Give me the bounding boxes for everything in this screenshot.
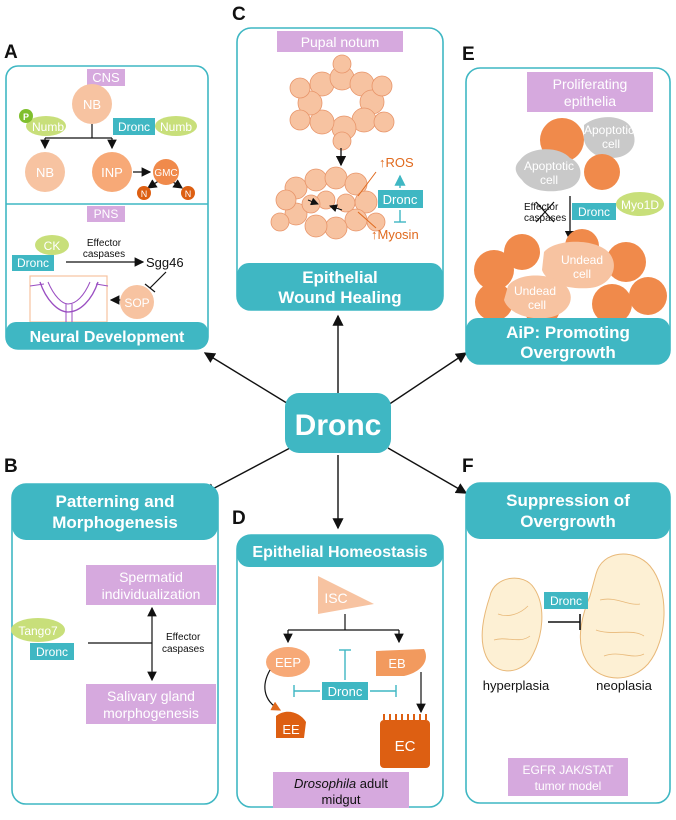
- dronc-d: Dronc: [328, 684, 363, 699]
- panel-e-title1: AiP: Promoting: [506, 323, 630, 342]
- panel-d: D Epithelial Homeostasis ISC EEP EB Dron…: [232, 508, 444, 808]
- sgg46: Sgg46: [146, 255, 184, 270]
- panel-d-title: Epithelial Homeostasis: [252, 544, 427, 561]
- eep: EEP: [275, 655, 301, 670]
- panel-a: A CNS NB Numb P Dronc Numb NB INP GMC: [4, 42, 209, 350]
- undead-1: Undead: [561, 253, 603, 267]
- ec: EC: [395, 738, 416, 755]
- effector-b2: caspases: [162, 644, 204, 655]
- effector-e2: caspases: [524, 213, 566, 224]
- panel-a-cns: CNS: [92, 70, 120, 85]
- myosin: ↑Myosin: [371, 227, 419, 242]
- numb-right: Numb: [160, 120, 192, 134]
- midgut-line1: Drosophila adult: [294, 776, 388, 791]
- panel-e-letter: E: [462, 44, 475, 65]
- center-dronc-box: [285, 393, 391, 453]
- undead-cell-2: cell: [528, 298, 546, 312]
- nb-bottom: NB: [36, 165, 54, 180]
- numb-left: Numb: [32, 120, 64, 134]
- salivary-2: morphogenesis: [103, 705, 199, 721]
- isc: ISC: [324, 590, 347, 606]
- p-label: P: [23, 112, 29, 122]
- effector-b1: Effector: [166, 632, 201, 643]
- dronc-c: Dronc: [383, 192, 418, 207]
- tango7: Tango7: [18, 624, 58, 638]
- panel-f-title2: Overgrowth: [520, 512, 615, 531]
- neoplasia: neoplasia: [596, 678, 652, 693]
- ros: ↑ROS: [379, 155, 414, 170]
- effector-a2: caspases: [83, 249, 125, 260]
- panel-e: E Proliferating epithelia Apoptotic cell…: [462, 44, 671, 365]
- proliferating: Proliferating: [553, 76, 628, 92]
- panel-a-letter: A: [4, 42, 18, 63]
- center-arrows: [203, 314, 468, 530]
- panel-a-pns: PNS: [94, 207, 119, 221]
- panel-b-title2: Morphogenesis: [52, 513, 178, 532]
- panel-f: F Suppression of Overgrowth Dronc hyperp…: [462, 456, 671, 804]
- undead-cell-1: cell: [573, 267, 591, 281]
- salivary-1: Salivary gland: [107, 688, 195, 704]
- panel-a-title: Neural Development: [30, 329, 185, 346]
- dronc-b: Dronc: [36, 645, 68, 659]
- pupal-notum: Pupal notum: [301, 34, 380, 50]
- sop: SOP: [124, 296, 149, 310]
- n-left: N: [141, 189, 148, 199]
- dronc-cns: Dronc: [118, 120, 150, 134]
- panel-b: B Patterning and Morphogenesis Spermatid…: [4, 456, 219, 805]
- egfr-line2: tumor model: [535, 779, 602, 793]
- apoptotic-cell-1: cell: [602, 137, 620, 151]
- inp: INP: [101, 165, 123, 180]
- dronc-pns: Dronc: [17, 256, 49, 270]
- epithelia: epithelia: [564, 93, 616, 109]
- apoptotic-1: Apoptotic: [584, 123, 634, 137]
- panel-f-letter: F: [462, 456, 474, 477]
- apoptotic-cell-2: cell: [540, 173, 558, 187]
- myo1d: Myo1D: [621, 198, 659, 212]
- gmc: GMC: [154, 168, 177, 179]
- panel-f-title1: Suppression of: [506, 491, 630, 510]
- n-right: N: [185, 189, 192, 199]
- dronc-f: Dronc: [550, 594, 582, 608]
- hyperplasia: hyperplasia: [483, 678, 550, 693]
- midgut-line2: midgut: [321, 792, 360, 807]
- panel-b-title1: Patterning and: [55, 492, 174, 511]
- panel-c-title2: Wound Healing: [278, 288, 401, 307]
- ck: CK: [44, 239, 61, 253]
- apoptotic-2: Apoptotic: [524, 159, 574, 173]
- panel-d-letter: D: [232, 508, 246, 529]
- nb-top: NB: [83, 97, 101, 112]
- effector-a1: Effector: [87, 238, 122, 249]
- dronc-e: Dronc: [578, 205, 610, 219]
- panel-e-title2: Overgrowth: [520, 343, 615, 362]
- center-dronc-label: Dronc: [295, 409, 382, 442]
- panel-c: C Pupal notum ↑ROS: [232, 4, 444, 311]
- ee: EE: [282, 722, 300, 737]
- spermatid-2: individualization: [102, 586, 201, 602]
- spermatid-1: Spermatid: [119, 569, 183, 585]
- panel-b-letter: B: [4, 456, 18, 477]
- egfr-line1: EGFR JAK/STAT: [523, 763, 615, 777]
- panel-c-title1: Epithelial: [302, 268, 378, 287]
- panel-c-letter: C: [232, 4, 246, 25]
- eb: EB: [388, 656, 405, 671]
- undead-2: Undead: [514, 284, 556, 298]
